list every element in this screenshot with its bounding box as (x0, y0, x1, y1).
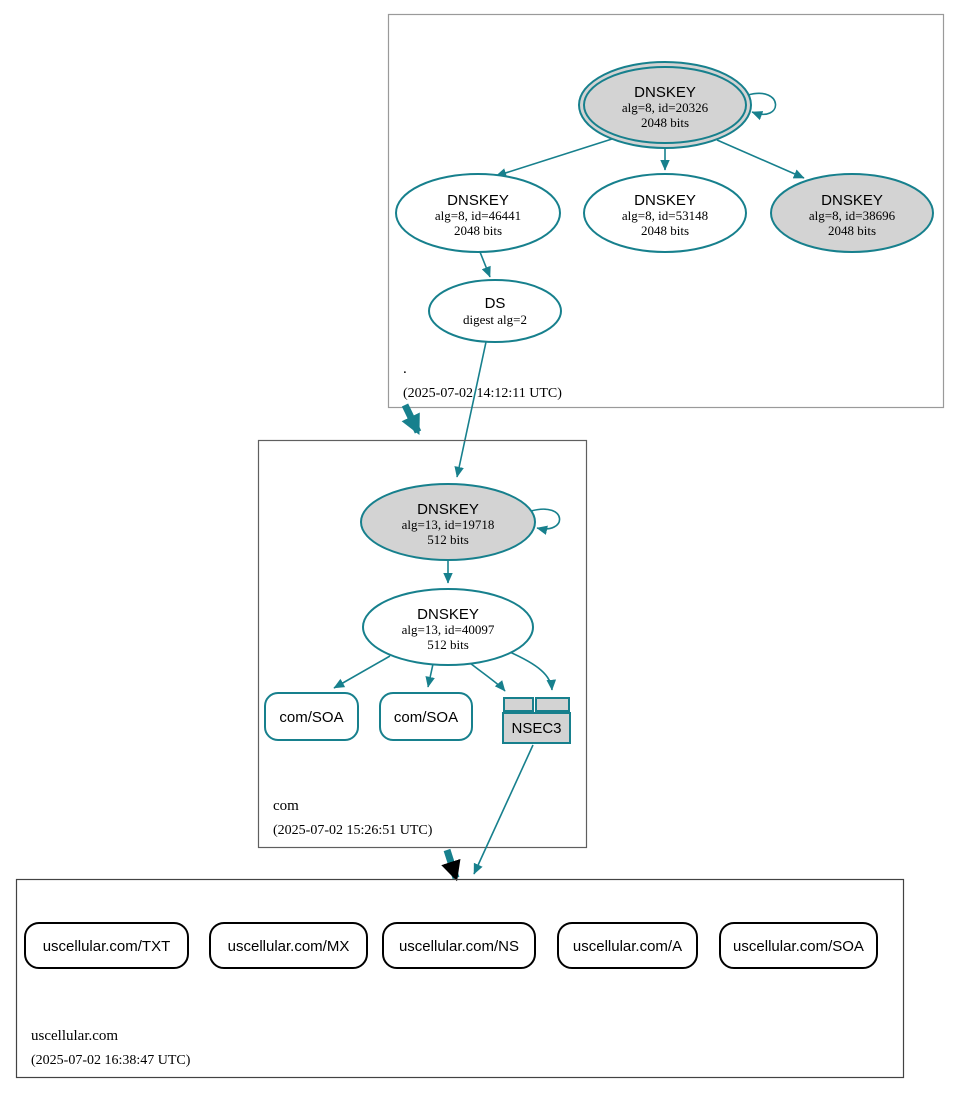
node-detail2: 2048 bits (641, 223, 689, 238)
zone-uscellular-timestamp: (2025-07-02 16:38:47 UTC) (31, 1053, 191, 1068)
node-detail1: alg=8, id=53148 (622, 208, 708, 223)
node-detail1: alg=8, id=38696 (809, 208, 896, 223)
root-zsk-dnskey-53148-node[interactable]: DNSKEY alg=8, id=53148 2048 bits (583, 173, 747, 253)
zone-com-box (257, 439, 588, 849)
edge-com-zsk-to-soa-right (425, 663, 435, 688)
com-ksk-dnskey-19718-node[interactable]: DNSKEY alg=13, id=19718 512 bits (360, 483, 536, 561)
node-detail1: digest alg=2 (463, 312, 527, 327)
node-title: DS (485, 295, 506, 312)
edge-root-ksk-to-zsk-46441 (495, 138, 613, 178)
edge-com-to-uscellular-delegation (441, 848, 461, 882)
node-detail2: 2048 bits (828, 223, 876, 238)
node-label: com/SOA (394, 709, 458, 726)
edge-root-to-com-delegation (401, 403, 422, 436)
node-detail1: alg=8, id=46441 (435, 208, 521, 223)
node-detail1: alg=13, id=40097 (402, 622, 495, 637)
node-detail1: alg=13, id=19718 (402, 517, 495, 532)
zone-root-timestamp: (2025-07-02 14:12:11 UTC) (403, 386, 562, 401)
node-title: DNSKEY (821, 192, 883, 209)
node-detail1: alg=8, id=20326 (622, 100, 709, 115)
edge-com-zsk-to-nsec3-right (504, 649, 557, 691)
zone-root: . (2025-07-02 14:12:11 UTC) DNSKEY alg=8… (387, 13, 945, 409)
com-soa-left-node[interactable]: com/SOA (264, 692, 359, 741)
node-detail2: 512 bits (427, 532, 469, 547)
com-soa-right-node[interactable]: com/SOA (379, 692, 473, 741)
edge-ds-to-com-ksk (454, 341, 487, 478)
uscellular-txt-rrset-node[interactable]: uscellular.com/TXT (24, 922, 189, 969)
node-detail2: 2048 bits (641, 115, 689, 130)
zone-uscellular-name: uscellular.com (31, 1028, 118, 1044)
uscellular-soa-rrset-node[interactable]: uscellular.com/SOA (719, 922, 878, 969)
uscellular-mx-rrset-node[interactable]: uscellular.com/MX (209, 922, 368, 969)
node-label: uscellular.com/A (573, 938, 682, 955)
node-title: DNSKEY (634, 192, 696, 209)
node-title: DNSKEY (417, 501, 479, 518)
uscellular-a-rrset-node[interactable]: uscellular.com/A (557, 922, 698, 969)
node-detail2: 512 bits (427, 637, 469, 652)
zone-uscellular: uscellular.com (2025-07-02 16:38:47 UTC)… (15, 878, 905, 1079)
root-ksk-dnskey-20326-node[interactable]: DNSKEY alg=8, id=20326 2048 bits (578, 61, 752, 149)
edge-com-zsk-to-nsec3-left (465, 659, 506, 692)
zone-com-name: com (273, 798, 299, 814)
zone-com: com (2025-07-02 15:26:51 UTC) DNSKEY alg… (257, 439, 588, 849)
node-title: DNSKEY (447, 192, 509, 209)
node-label: uscellular.com/TXT (43, 938, 171, 955)
node-title: DNSKEY (417, 606, 479, 623)
node-detail2: 2048 bits (454, 223, 502, 238)
com-nsec3-node[interactable]: NSEC3 (502, 697, 571, 744)
edge-root-zsk-46441-to-ds (479, 251, 491, 278)
edge-com-zsk-to-soa-left (333, 655, 391, 689)
com-zsk-dnskey-40097-node[interactable]: DNSKEY alg=13, id=40097 512 bits (362, 588, 534, 666)
node-title: DNSKEY (634, 84, 696, 101)
zone-uscellular-box (15, 878, 905, 1079)
edge-root-ksk-to-zsk-38696 (716, 139, 805, 179)
edge-com-ksk-selfsign (530, 508, 561, 535)
root-ds-node[interactable]: DS digest alg=2 (428, 279, 562, 343)
zone-root-name: . (403, 361, 407, 377)
edge-nsec3-to-uscellular (473, 744, 534, 875)
uscellular-ns-rrset-node[interactable]: uscellular.com/NS (382, 922, 536, 969)
zone-root-box (387, 13, 945, 409)
node-label: uscellular.com/MX (228, 938, 350, 955)
node-label: uscellular.com/NS (399, 938, 519, 955)
root-zsk-dnskey-38696-node[interactable]: DNSKEY alg=8, id=38696 2048 bits (770, 173, 934, 253)
node-label: NSEC3 (511, 720, 561, 737)
zone-com-timestamp: (2025-07-02 15:26:51 UTC) (273, 823, 433, 838)
node-label: com/SOA (279, 709, 343, 726)
node-label: uscellular.com/SOA (733, 938, 864, 955)
root-zsk-dnskey-46441-node[interactable]: DNSKEY alg=8, id=46441 2048 bits (395, 173, 561, 253)
edge-root-ksk-selfsign (747, 92, 777, 121)
